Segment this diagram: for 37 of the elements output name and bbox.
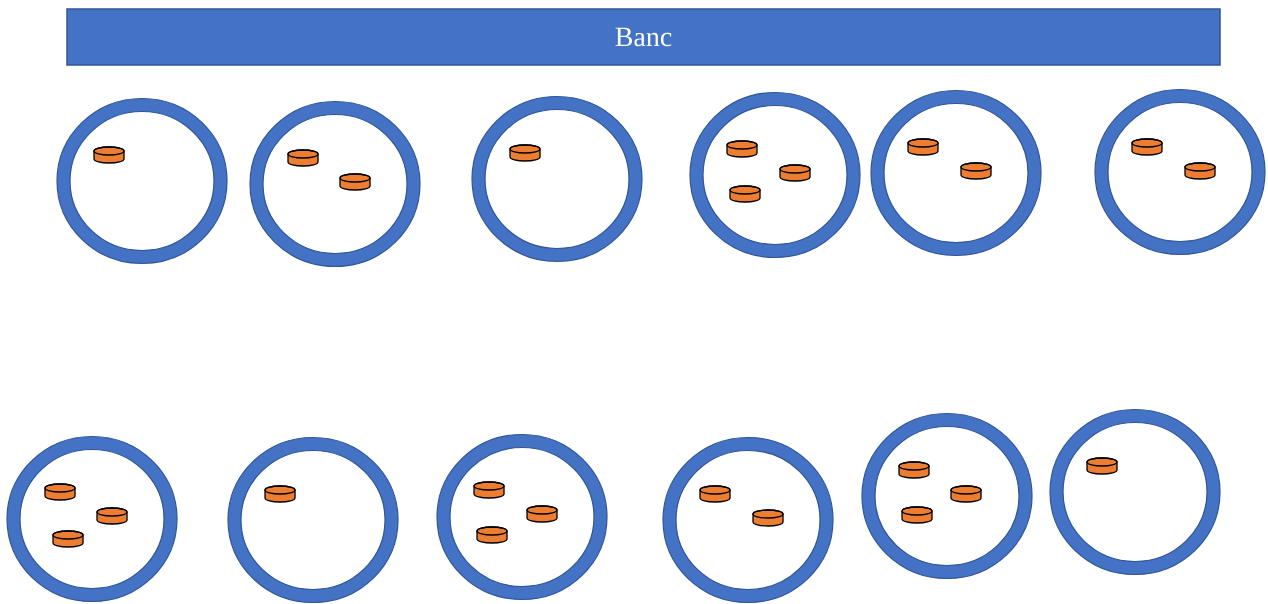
coin-cylinder bbox=[287, 149, 319, 167]
coin-cylinder bbox=[898, 461, 930, 479]
ring-circle bbox=[6, 435, 178, 603]
coin-cylinder bbox=[950, 485, 982, 503]
coin-cylinder bbox=[93, 146, 125, 164]
coin-cylinder bbox=[509, 144, 541, 162]
coin-cylinder bbox=[726, 140, 758, 158]
ring-circle bbox=[471, 95, 643, 263]
coin-cylinder bbox=[526, 505, 558, 523]
ring-circle bbox=[870, 89, 1042, 257]
ring-circle bbox=[436, 433, 608, 601]
coin-cylinder bbox=[907, 138, 939, 156]
coin-cylinder bbox=[52, 530, 84, 548]
coin-cylinder bbox=[96, 507, 128, 525]
ring-circle bbox=[861, 412, 1033, 580]
coin-cylinder bbox=[44, 483, 76, 501]
ring-circle bbox=[689, 91, 861, 259]
coin-cylinder bbox=[960, 162, 992, 180]
coin-cylinder bbox=[699, 485, 731, 503]
coin-cylinder bbox=[752, 509, 784, 527]
coin-cylinder bbox=[779, 164, 811, 182]
ring-circle bbox=[249, 100, 421, 268]
coin-cylinder bbox=[1184, 162, 1216, 180]
title-band: Banc bbox=[66, 8, 1221, 66]
coin-cylinder bbox=[1086, 457, 1118, 475]
coin-cylinder bbox=[901, 506, 933, 524]
ring-circle bbox=[1049, 408, 1221, 576]
ring-circle bbox=[227, 436, 399, 604]
ring-circle bbox=[662, 436, 834, 604]
coin-cylinder bbox=[1131, 138, 1163, 156]
coin-cylinder bbox=[264, 485, 296, 503]
coin-cylinder bbox=[339, 173, 371, 191]
ring-circle bbox=[1094, 88, 1266, 256]
ring-circle bbox=[56, 97, 228, 265]
coin-cylinder bbox=[729, 185, 761, 203]
coin-cylinder bbox=[476, 526, 508, 544]
coin-cylinder bbox=[473, 481, 505, 499]
